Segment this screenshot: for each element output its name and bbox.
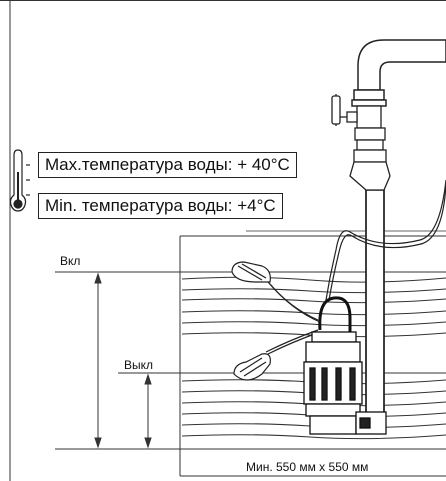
discharge-pipe [351,39,446,107]
valve-icon [331,94,391,191]
riser-pipe [365,189,385,431]
level-on-label: Вкл [60,254,81,268]
min-pit-size-label: Мин. 550 мм x 550 мм [246,460,369,474]
float-switch-icon [231,261,321,323]
thermometer-icon [9,149,30,212]
power-cable [325,179,446,301]
max-temperature-label: Max.температура воды: + 40°C [38,152,297,178]
level-arrows [94,272,152,449]
level-off-label: Выкл [124,358,154,372]
float-switch-lower-icon [233,329,321,381]
submersible-pump-icon [303,296,387,435]
min-temperature-label: Min. температура воды: +4°C [38,193,283,219]
